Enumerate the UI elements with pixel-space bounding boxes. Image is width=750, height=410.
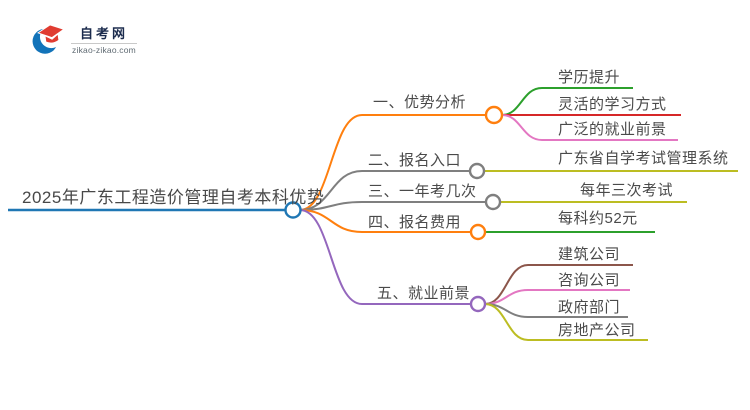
node-branch-exams-per-year[interactable]: 三、一年考几次 <box>368 183 477 200</box>
branch-advantages-circle[interactable] <box>484 105 504 125</box>
node-child-broad-prospects[interactable]: 广泛的就业前景 <box>558 121 667 138</box>
link-branch-registration-portal <box>299 170 470 211</box>
node-branch-registration-fee[interactable]: 四、报名费用 <box>368 214 462 231</box>
logo-divider <box>71 42 137 44</box>
root-node-circle[interactable] <box>284 201 302 219</box>
node-child-construction-company[interactable]: 建筑公司 <box>558 246 621 263</box>
link-child-broad-prospects <box>501 114 678 141</box>
node-child-flexible-learning[interactable]: 灵活的学习方式 <box>558 96 667 113</box>
logo-domain: zikao-zikao.com <box>72 44 136 55</box>
node-branch-career-prospects[interactable]: 五、就业前景 <box>377 285 471 302</box>
node-child-education-upgrade[interactable]: 学历提升 <box>558 69 621 86</box>
link-child-real-estate-company <box>484 303 648 341</box>
link-child-construction-company <box>484 264 633 305</box>
link-branch-career-prospects <box>299 209 471 305</box>
logo-text-block: 自考网 zikao-zikao.com <box>71 26 137 55</box>
site-logo[interactable]: 自考网 zikao-zikao.com <box>32 12 137 56</box>
node-child-government-department[interactable]: 政府部门 <box>558 299 621 316</box>
node-child-three-exams[interactable]: 每年三次考试 <box>580 182 674 199</box>
node-branch-advantages[interactable]: 一、优势分析 <box>373 94 467 111</box>
node-child-fee-per-subject[interactable]: 每科约52元 <box>558 210 638 227</box>
node-child-real-estate-company[interactable]: 房地产公司 <box>558 322 636 339</box>
link-branch-registration-fee <box>299 209 471 233</box>
graduation-cap-icon <box>32 24 65 54</box>
node-branch-registration-portal[interactable]: 二、报名入口 <box>368 152 462 169</box>
branch-registration-portal-circle[interactable] <box>468 162 486 180</box>
branch-registration-fee-circle[interactable] <box>469 223 487 241</box>
link-branch-advantages <box>299 114 486 211</box>
link-branch-exams-per-year <box>299 201 486 211</box>
node-root[interactable]: 2025年广东工程造价管理自考本科优势 <box>22 188 325 207</box>
node-child-gd-exam-system[interactable]: 广东省自学考试管理系统 <box>558 150 729 167</box>
logo-title[interactable]: 自考网 <box>79 25 128 41</box>
branch-exams-per-year-circle[interactable] <box>484 193 502 211</box>
node-child-consulting-company[interactable]: 咨询公司 <box>558 272 621 289</box>
branch-career-prospects-circle[interactable] <box>469 295 487 313</box>
